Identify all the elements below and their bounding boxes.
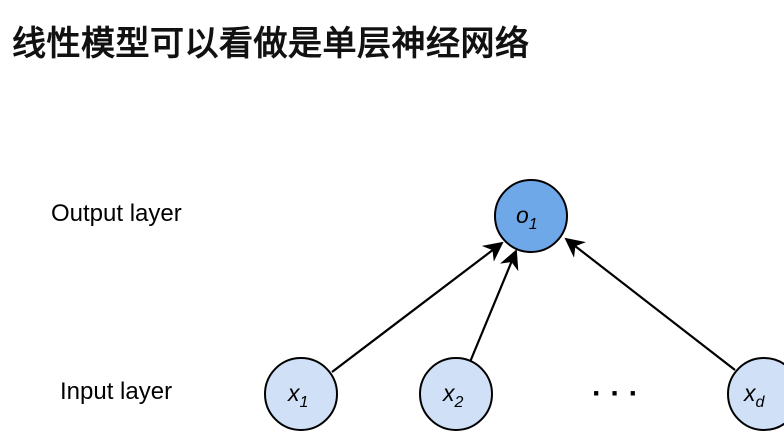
node-symbol: x	[442, 380, 456, 406]
node-circle	[727, 357, 784, 431]
node-circle	[264, 357, 338, 431]
node-symbol: o	[516, 202, 529, 228]
node-symbol: x	[287, 380, 301, 406]
svg-text:xd: xd	[743, 380, 766, 411]
edge-x2-o1	[468, 249, 519, 363]
input-layer-label: Input layer	[60, 378, 173, 405]
output-node-o1: o1	[494, 179, 568, 253]
input-node-x2: x2	[419, 357, 493, 431]
node-symbol: x	[743, 380, 757, 406]
ellipsis: · · ·	[592, 377, 639, 410]
node-circle	[494, 179, 568, 253]
node-subscript: 1	[300, 394, 309, 411]
svg-text:x1: x1	[287, 380, 308, 411]
input-node-x1: x1	[264, 357, 338, 431]
node-subscript: 2	[454, 394, 464, 411]
node-subscript: d	[756, 394, 766, 411]
svg-text:o1: o1	[516, 202, 538, 233]
node-subscript: 1	[529, 216, 538, 233]
edge-x1-o1	[331, 241, 504, 373]
slide-title: 线性模型可以看做是单层神经网络	[12, 24, 530, 64]
node-circle	[419, 357, 493, 431]
output-layer-label: Output layer	[51, 200, 182, 227]
input-node-xd: xd	[727, 357, 784, 431]
svg-text:x2: x2	[442, 380, 464, 411]
edge-xd-o1	[564, 237, 736, 371]
